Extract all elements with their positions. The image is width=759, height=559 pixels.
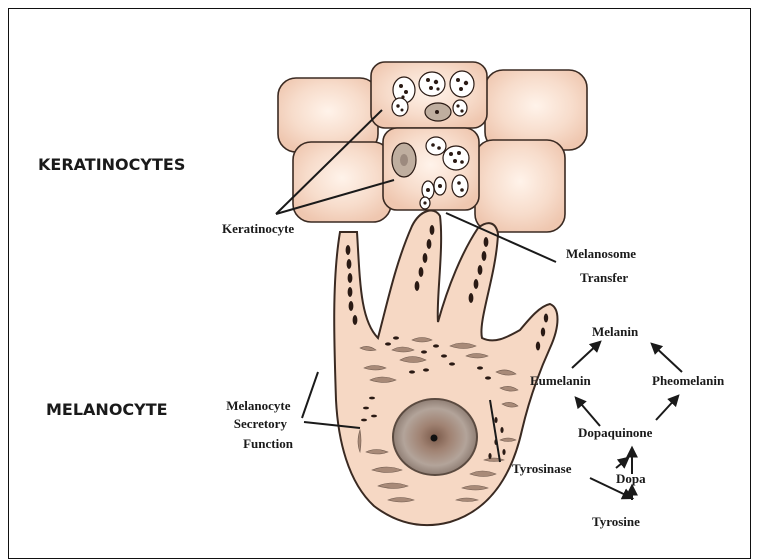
secretory-function-label: Melanocyte Secretory Function xyxy=(226,398,294,451)
melanin-label: Melanin xyxy=(592,324,639,339)
tyrosine-label: Tyrosine xyxy=(592,514,640,529)
dopa-label: Dopa xyxy=(616,471,646,486)
tyrosinase-label: Tyrosinase xyxy=(512,461,572,476)
nucleolus xyxy=(431,435,438,442)
pheomelanin-label: Pheomelanin xyxy=(652,373,725,388)
keratinocyte-cell xyxy=(475,140,565,232)
keratinocyte-cell xyxy=(485,70,587,150)
keratinocyte-cell xyxy=(278,78,378,152)
keratinocyte-label: Keratinocyte xyxy=(222,221,294,236)
keratinocytes-heading: KERATINOCYTES xyxy=(38,155,185,174)
melanocyte-heading: MELANOCYTE xyxy=(46,400,168,419)
melanosome-transfer-label: Melanosome Transfer xyxy=(566,246,639,285)
dopaquinone-label: Dopaquinone xyxy=(578,425,653,440)
eumelanin-label: Eumelanin xyxy=(530,373,591,388)
